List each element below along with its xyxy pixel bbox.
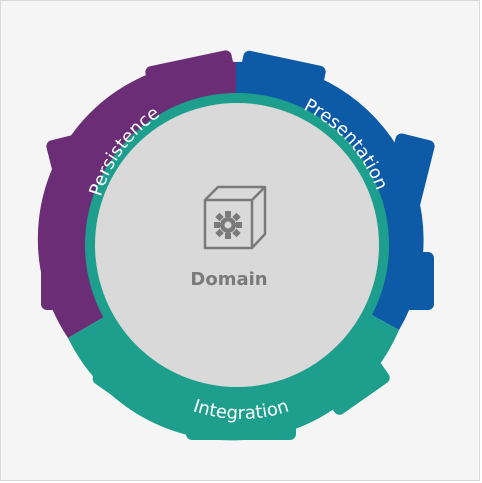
cube-gear-icon: [203, 185, 267, 250]
gear-icon: [214, 211, 242, 239]
gear-hole: [224, 221, 232, 229]
domain-label: Domain: [190, 269, 267, 290]
domain-core[interactable]: [95, 103, 379, 387]
